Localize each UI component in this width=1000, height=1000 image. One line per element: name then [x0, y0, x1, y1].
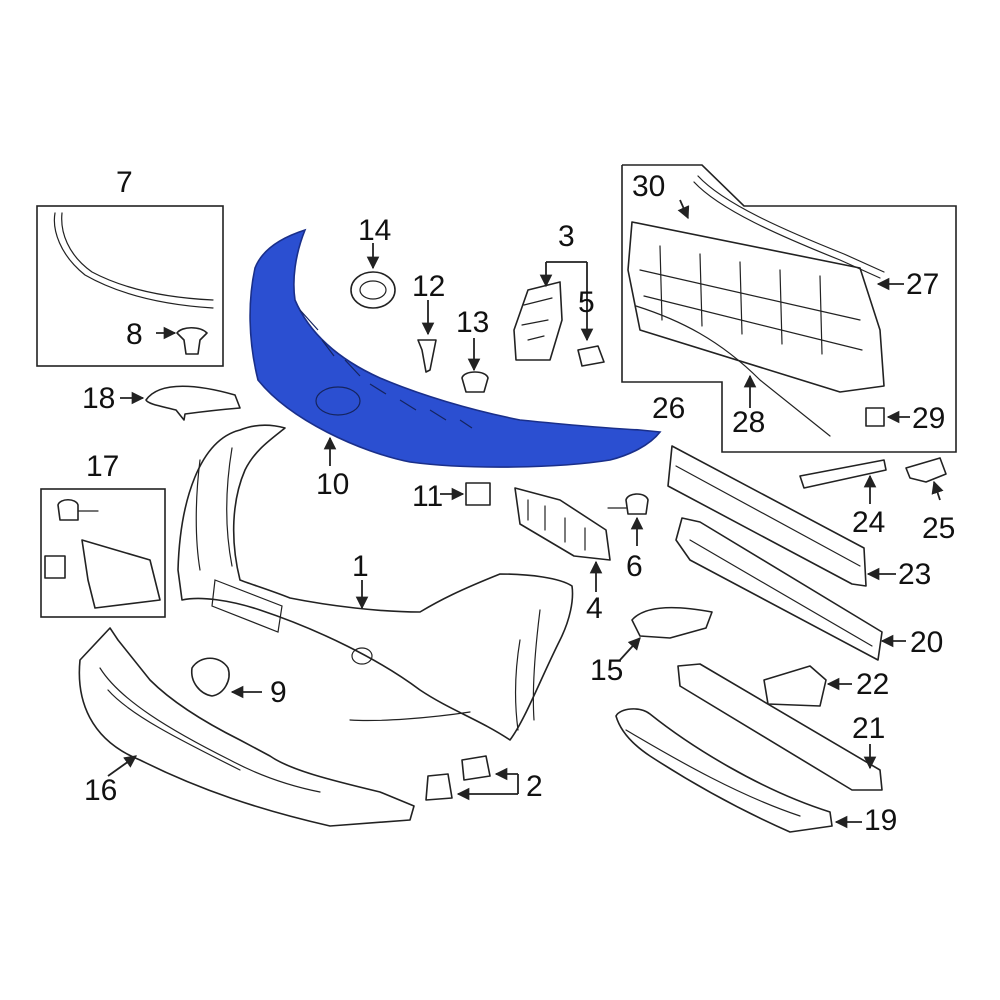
callout-26: 26: [652, 392, 685, 425]
callout-22: 22: [856, 668, 889, 701]
callout-24: 24: [852, 506, 885, 539]
part-4-bracket: [514, 487, 611, 592]
part-17-nut: [44, 555, 66, 579]
callout-13: 13: [456, 306, 489, 339]
part-1-bumper-cover: [177, 424, 574, 741]
part-26-shutter-group: [621, 164, 957, 453]
callout-21: 21: [852, 712, 885, 745]
part-17-license-group: [40, 488, 166, 618]
callout-5: 5: [578, 286, 595, 319]
part-9-sensor: [190, 657, 262, 699]
part-14-emblem: [350, 243, 396, 309]
callout-14: 14: [358, 214, 391, 247]
callout-18: 18: [82, 382, 115, 415]
callout-23: 23: [898, 558, 931, 591]
callout-8: 8: [126, 318, 143, 351]
callout-28: 28: [732, 406, 765, 439]
part-5-clip: [577, 262, 605, 367]
part-25-bracket: [905, 457, 947, 501]
part-11-block: [440, 482, 491, 506]
part-26-frame: [621, 164, 957, 453]
part-27-seal: [693, 181, 881, 279]
part-28-strip: [635, 305, 831, 437]
part-16-lower-grille: [78, 627, 415, 827]
part-7-molding: [53, 212, 214, 309]
part-26-shutter: [627, 221, 885, 393]
part-6-screw: [607, 493, 649, 546]
part-10-emblem-recess: [315, 386, 361, 416]
callout-30: 30: [632, 170, 665, 203]
part-12-push-pin: [417, 300, 437, 373]
callout-11: 11: [412, 480, 443, 513]
callout-29: 29: [912, 402, 945, 435]
callout-6: 6: [626, 550, 643, 583]
callout-10: 10: [316, 468, 349, 501]
part-2-clips: [425, 755, 519, 801]
part-7-molding-group: [36, 205, 224, 367]
part-18-bracket: [120, 385, 241, 421]
part-13-clip: [461, 338, 489, 393]
callout-4: 4: [586, 592, 603, 625]
part-24-bracket: [799, 459, 887, 504]
part-20-reinforcement: [675, 517, 906, 661]
callout-27: 27: [906, 268, 939, 301]
part-7-frame: [36, 205, 224, 367]
part-8-clip: [176, 326, 208, 355]
callout-25: 25: [922, 512, 955, 545]
callout-7: 7: [116, 166, 133, 199]
part-21-support: [677, 663, 883, 791]
callout-19: 19: [864, 804, 897, 837]
part-29-cap: [865, 407, 885, 427]
callout-17: 17: [86, 450, 119, 483]
part-19-deflector: [615, 708, 862, 833]
callout-3: 3: [558, 220, 575, 253]
part-15-bracket: [619, 606, 713, 661]
part-10-upper-cover: [249, 228, 662, 468]
part-17-frame: [40, 488, 166, 618]
callout-16: 16: [84, 774, 117, 807]
part-23-absorber: [667, 445, 896, 587]
callout-12: 12: [412, 270, 445, 303]
callout-9: 9: [270, 676, 287, 709]
callout-20: 20: [910, 626, 943, 659]
part-17-bolt: [57, 498, 79, 521]
callout-1: 1: [352, 550, 369, 583]
part-22-bracket: [763, 665, 852, 707]
callout-15: 15: [590, 654, 623, 687]
part-17-bracket-plate: [81, 539, 161, 609]
callout-2: 2: [526, 770, 543, 803]
part-3-bracket: [513, 261, 587, 361]
